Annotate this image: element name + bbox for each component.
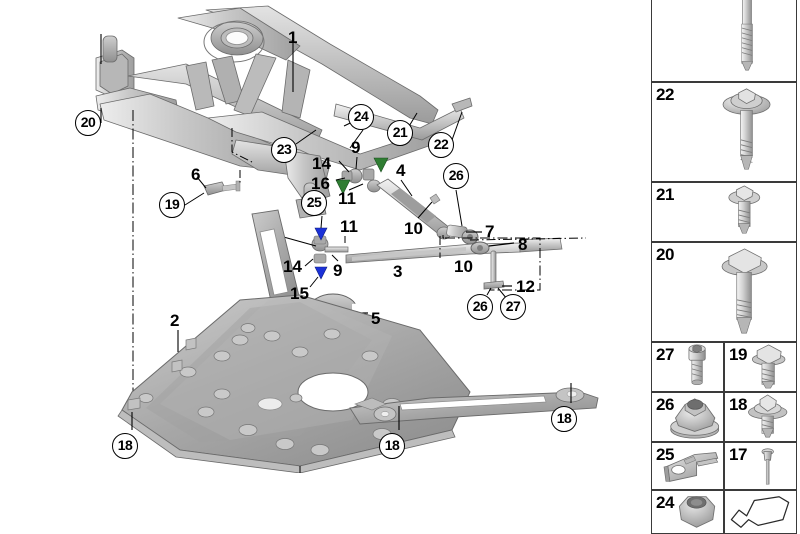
fastener-legend: 22 (651, 0, 797, 534)
label-11-up: 11 (338, 189, 356, 208)
label-3: 3 (393, 262, 403, 281)
callout-26-b[interactable]: 26 (467, 294, 493, 320)
part-6-bracket (203, 180, 241, 196)
label-15: 15 (290, 284, 309, 303)
legend-number: 22 (656, 85, 674, 104)
legend-row: 25 17 (651, 442, 797, 490)
label-10-up: 10 (404, 219, 423, 238)
legend-row: 27 1 (651, 342, 797, 392)
hex-flange-bolt-icon (652, 243, 796, 341)
hex-flange-screw-icon (725, 343, 796, 391)
callout-21[interactable]: 21 (387, 120, 413, 146)
socket-head-screw-icon (652, 343, 723, 391)
legend-row: 26 18 (651, 392, 797, 442)
label-14-up: 14 (312, 154, 331, 173)
callout-19[interactable]: 19 (159, 192, 185, 218)
label-9-up: 9 (351, 138, 361, 157)
callout-23[interactable]: 23 (271, 137, 297, 163)
legend-number: 17 (729, 445, 747, 464)
legend-row (651, 0, 797, 82)
label-6: 6 (191, 165, 201, 184)
part-lower-joint-assembly (311, 235, 349, 264)
legend-number: 18 (729, 395, 747, 414)
legend-number: 20 (656, 245, 674, 264)
callout-26-a[interactable]: 26 (443, 163, 469, 189)
legend-cell-20[interactable]: 20 (651, 242, 797, 342)
label-7: 7 (485, 222, 495, 241)
legend-number: 27 (656, 345, 674, 364)
center-line-rod-3 (439, 236, 587, 258)
leader-26-upper (455, 189, 463, 227)
part-lower-tie-arm (349, 387, 599, 425)
legend-cell-27[interactable]: 27 (651, 342, 724, 392)
label-14-lo: 14 (283, 257, 302, 276)
label-10-lo: 10 (454, 257, 473, 276)
part-10-upper-bolt (429, 193, 441, 205)
washer-bolt-icon (725, 393, 796, 441)
long-bolt-icon (652, 0, 796, 81)
part-3-control-rod (345, 237, 563, 264)
legend-number: 24 (656, 493, 674, 512)
label-11-lo: 11 (340, 217, 358, 236)
legend-number: 19 (729, 345, 747, 364)
legend-cell-22[interactable]: 22 (651, 82, 797, 182)
leader-9-lower (331, 254, 339, 262)
callout-20-a[interactable]: 20 (75, 110, 101, 136)
legend-cell-long-bolt[interactable] (651, 0, 797, 82)
legend-cell-17[interactable]: 17 (724, 442, 797, 490)
label-5: 5 (371, 309, 381, 328)
legend-number: 25 (656, 445, 674, 464)
legend-row: 21 (651, 182, 797, 242)
leader-4 (400, 179, 413, 197)
leader-6 (184, 170, 241, 206)
flange-nut-icon (652, 393, 723, 441)
legend-number: 21 (656, 185, 674, 204)
center-line-subframe (231, 128, 253, 163)
label-9-lo: 9 (333, 261, 343, 280)
label-4: 4 (396, 161, 406, 180)
callout-25[interactable]: 25 (301, 190, 327, 216)
bent-plate-icon (725, 491, 796, 533)
label-16: 16 (311, 174, 330, 193)
parts-diagram-sheet: 20 19 23 24 21 22 26 25 26 27 18 18 18 1… (75, 0, 797, 534)
legend-cell-26[interactable]: 26 (651, 392, 724, 442)
legend-cell-18[interactable]: 18 (724, 392, 797, 442)
legend-cell-24[interactable]: 24 (651, 490, 724, 534)
legend-cell-25[interactable]: 25 (651, 442, 724, 490)
marker-15-blue (314, 227, 328, 280)
legend-cell-21[interactable]: 21 (651, 182, 797, 242)
part-4-tension-strut (376, 178, 479, 245)
hex-bolt-short-icon (652, 183, 796, 241)
part-1-front-axle-support (95, 5, 473, 219)
part-8-drop-link (483, 250, 505, 290)
marker-16-green (335, 157, 389, 195)
callout-27[interactable]: 27 (500, 294, 526, 320)
detail-box-8 (442, 235, 541, 291)
legend-row: 22 (651, 82, 797, 182)
callout-18-b[interactable]: 18 (379, 433, 405, 459)
callout-24[interactable]: 24 (348, 104, 374, 130)
flange-bolt-long-icon (652, 83, 796, 181)
leaders-lower-joint (279, 215, 346, 288)
legend-cell-bent-plate[interactable] (724, 490, 797, 534)
leaders-upper-joint (335, 156, 364, 191)
label-1: 1 (288, 28, 298, 47)
leader-10-upper (417, 201, 433, 219)
callout-18-a[interactable]: 18 (112, 433, 138, 459)
leader-8 (488, 242, 515, 247)
exploded-drawing (95, 5, 599, 473)
callout-22[interactable]: 22 (428, 132, 454, 158)
label-2: 2 (170, 311, 180, 330)
label-8: 8 (518, 235, 528, 254)
legend-cell-19[interactable]: 19 (724, 342, 797, 392)
leader-22 (451, 111, 463, 141)
part-2-underbody-shield (117, 209, 471, 473)
leader-23 (295, 129, 317, 145)
legend-number: 26 (656, 395, 674, 414)
label-12: 12 (516, 277, 535, 296)
callout-18-c[interactable]: 18 (551, 406, 577, 432)
legend-row: 20 (651, 242, 797, 342)
legend-row: 24 (651, 490, 797, 534)
